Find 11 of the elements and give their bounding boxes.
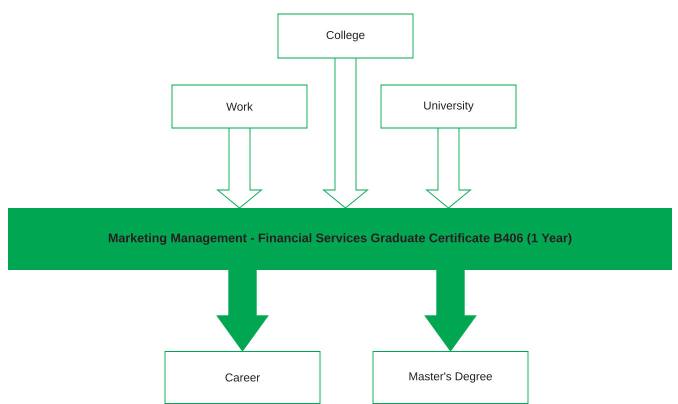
pathway-box: Master's Degree (372, 351, 528, 404)
block-arrow (322, 58, 369, 209)
pathway-box: Career (164, 351, 320, 404)
pathway-box: University (380, 84, 516, 128)
pathway-box: College (278, 14, 414, 58)
block-arrow (216, 128, 263, 209)
block-arrow (424, 270, 477, 352)
block-arrow (425, 128, 472, 209)
program-banner: Marketing Management - Financial Services Graduate Certificate B406 (1 Year) (8, 208, 672, 270)
pathway-box: Work (172, 84, 308, 128)
block-arrow (216, 270, 269, 352)
